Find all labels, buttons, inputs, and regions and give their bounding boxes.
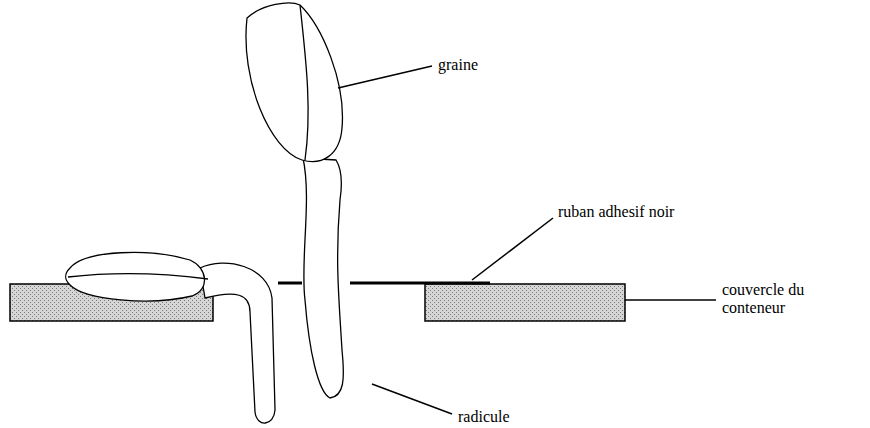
part-label: graine [438,56,478,74]
part-label: ruban adhesif noir [558,203,674,221]
part-label: couvercle du conteneur [722,281,826,318]
leader-lines [338,66,716,414]
right-seedling [246,3,343,398]
part-label: radicule [458,408,510,426]
left-seedling [66,252,276,423]
